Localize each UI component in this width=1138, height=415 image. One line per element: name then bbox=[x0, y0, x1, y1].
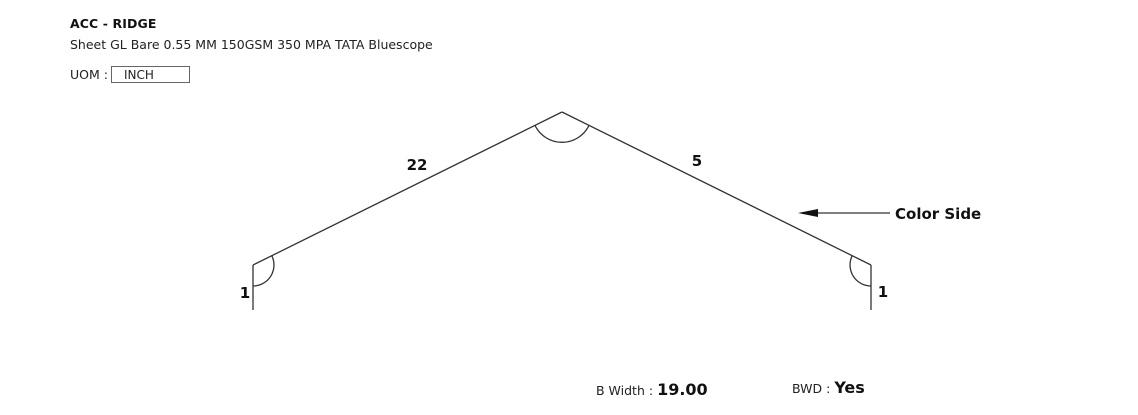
right-flange-dimension: 1 bbox=[878, 283, 888, 301]
b-width-label: B Width : bbox=[596, 383, 654, 398]
right-slope-line bbox=[561, 111, 872, 266]
uom-field[interactable]: INCH bbox=[110, 66, 190, 83]
left-slope-dimension: 22 bbox=[407, 156, 428, 174]
color-side-arrow-head bbox=[798, 209, 818, 217]
bwd-label: BWD : bbox=[792, 381, 831, 396]
left-slope-line bbox=[252, 111, 563, 266]
left-corner-angle-arc bbox=[252, 255, 275, 287]
material-description: Sheet GL Bare 0.55 MM 150GSM 350 MPA TAT… bbox=[70, 37, 433, 52]
apex-angle-arc bbox=[534, 125, 590, 143]
uom-row: UOM : INCH bbox=[70, 66, 190, 83]
left-flange-dimension: 1 bbox=[240, 284, 250, 302]
uom-label: UOM : bbox=[70, 67, 108, 82]
b-width-value: 19.00 bbox=[657, 380, 708, 399]
page-title: ACC - RIDGE bbox=[70, 16, 157, 31]
b-width-field: B Width : 19.00 bbox=[596, 380, 708, 399]
bwd-value: Yes bbox=[834, 378, 865, 397]
bwd-field: BWD : Yes bbox=[792, 378, 865, 397]
right-corner-angle-arc bbox=[849, 255, 872, 287]
right-slope-dimension: 5 bbox=[692, 152, 702, 170]
color-side-label: Color Side bbox=[895, 205, 981, 223]
